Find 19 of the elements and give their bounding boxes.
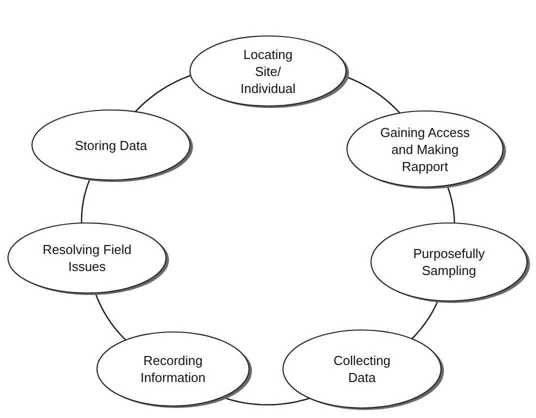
connector-line (94, 292, 126, 340)
ellipse-node (189, 35, 350, 110)
ellipse-node (282, 329, 445, 412)
connector-line (411, 300, 439, 340)
node-label: Recording Information (139, 352, 207, 386)
connector-line (134, 75, 190, 112)
ellipse-node (31, 109, 194, 184)
node-label: Storing Data (74, 136, 148, 154)
ellipse-node (346, 110, 507, 191)
ellipse-node (7, 222, 170, 297)
node-label: Locating Site/ Individual (240, 46, 296, 96)
connector-line (80, 178, 91, 223)
node-label: Collecting Data (332, 352, 392, 386)
ellipse-node (370, 222, 531, 305)
node-label: Gaining Access and Making Rapport (379, 124, 471, 174)
node-label: Purposefully Sampling (412, 245, 486, 279)
ellipse-node (96, 331, 253, 410)
connector-line (446, 185, 456, 223)
node-label: Resolving Field Issues (42, 241, 132, 275)
